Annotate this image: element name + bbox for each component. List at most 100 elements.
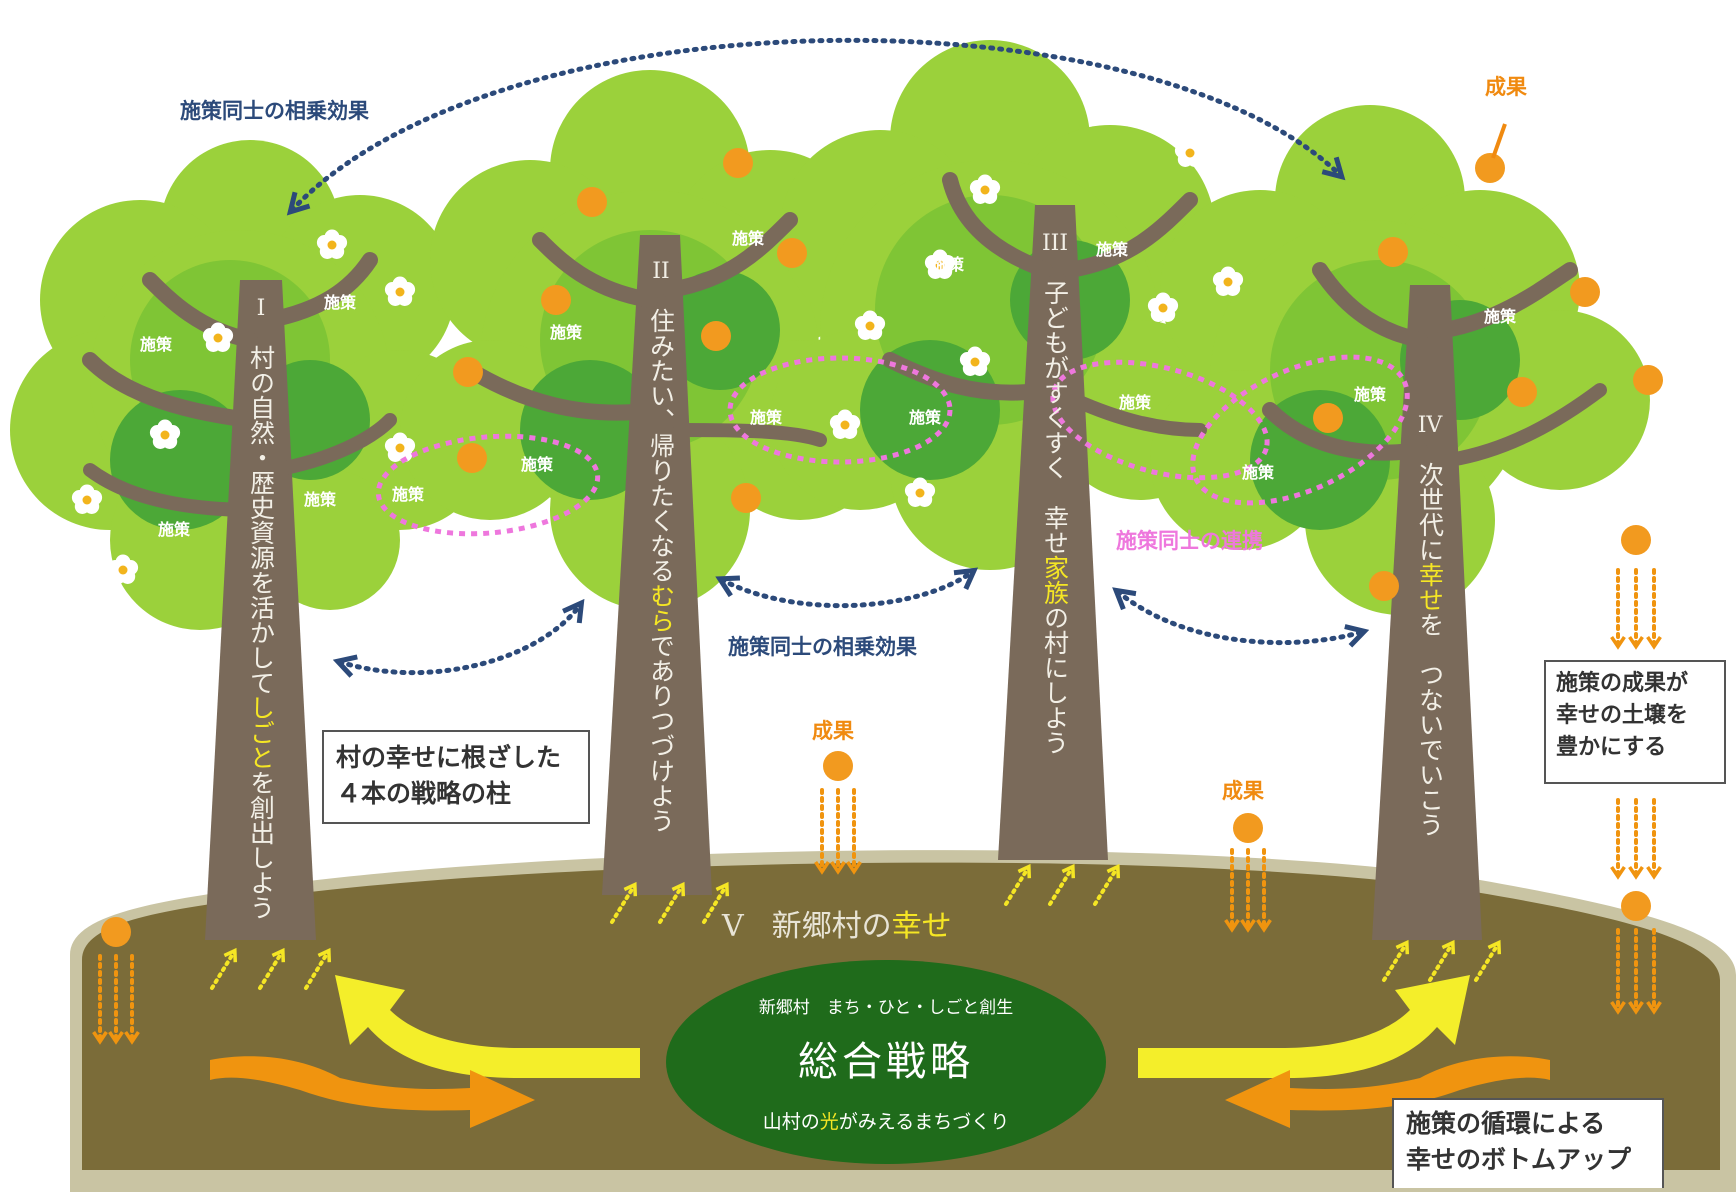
fruit xyxy=(701,321,731,351)
root-arrow xyxy=(304,947,332,990)
trunk-2 xyxy=(462,212,827,895)
tree-numeral: I xyxy=(257,296,266,321)
ground-numeral: V xyxy=(721,909,745,944)
fruit xyxy=(541,285,571,315)
synergy-arrow-top xyxy=(286,37,1346,216)
root-arrow xyxy=(1428,939,1456,982)
trunk-1 xyxy=(82,252,397,940)
flower-icon xyxy=(149,419,181,449)
measure-label: 施策 xyxy=(909,408,942,427)
result-label-right: 成果 xyxy=(1222,779,1264,803)
cycle-arrows xyxy=(210,975,1550,1128)
flower-icon xyxy=(1174,137,1206,167)
synergy-label-middle: 施策同士の相乗効果 xyxy=(728,635,917,659)
center-slogan: 山村の光がみえるまちづくり xyxy=(763,1111,1009,1133)
center-title: 総合戦略 xyxy=(798,1039,974,1085)
fruit xyxy=(1621,891,1651,921)
measure-label: 施策 xyxy=(304,490,337,509)
root-arrow xyxy=(1382,939,1410,982)
flower-icon xyxy=(316,229,348,259)
ground-title-plain: 新郷村の xyxy=(772,909,892,944)
slogan-highlight: むら xyxy=(647,583,676,633)
tree-slogan: 村の自然・歴史資源を活かしてしごとを創出しよう xyxy=(247,345,276,920)
root-arrow xyxy=(1093,863,1121,906)
tree-numeral: II xyxy=(652,259,669,284)
measure-label: 施策 xyxy=(1484,307,1517,326)
tree-slogan: 住みたい、帰りたくなるむらでありつづけよう xyxy=(647,308,676,833)
measure-label: 施策 xyxy=(932,255,965,274)
center-strategy: 新郷村 まち・ひと・しごと創生 総合戦略 山村の光がみえるまちづくり xyxy=(666,960,1106,1164)
measure-label: 施策 xyxy=(1242,463,1275,482)
tree-slogan: 子どもがすくすく 幸せ家族の村にしよう xyxy=(1041,280,1070,755)
flower-icon xyxy=(384,432,416,462)
slogan-tail: を創出しよう xyxy=(247,770,276,920)
measure-label: 施策 xyxy=(1544,505,1577,524)
slogan-tail: でありつづけよう xyxy=(647,633,676,833)
root-arrow xyxy=(1048,863,1076,906)
measure-label: 施策 xyxy=(1354,385,1387,404)
measure-label: 施策 xyxy=(140,335,173,354)
root-arrow xyxy=(258,947,286,990)
flower-icon xyxy=(71,484,103,514)
fruit xyxy=(1378,237,1408,267)
slogan-highlight: 家族 xyxy=(1041,555,1070,605)
flower-icon xyxy=(959,346,991,376)
fruit xyxy=(101,917,131,947)
measure-label: 施策 xyxy=(158,520,191,539)
ground-title: V 新郷村の幸せ xyxy=(721,909,952,944)
measure-labels: 施策施策施策施策施策施策施策施策施策施策施策施策施策施策施策施策施策 xyxy=(140,229,1577,539)
root-arrow xyxy=(1474,939,1502,982)
slogan-tail: を つないでいこう xyxy=(1416,612,1445,837)
fruit xyxy=(1621,525,1651,555)
root-arrow xyxy=(658,881,686,924)
root-arrow xyxy=(702,881,730,924)
fruit xyxy=(1570,277,1600,307)
measure-label: 施策 xyxy=(324,293,357,312)
ground-title-highlight: 幸せ xyxy=(892,909,952,944)
synergy-arrows xyxy=(286,37,1370,678)
fruit xyxy=(1507,377,1537,407)
trunk-texts: I 村の自然・歴史資源を活かしてしごとを創出しよう II 住みたい、帰りたくなるむらで… xyxy=(247,231,1445,920)
link-ellipse-2 xyxy=(727,355,953,465)
flower-icon xyxy=(924,249,956,279)
flower-icon xyxy=(107,554,139,584)
fruit xyxy=(457,443,487,473)
result-pointer xyxy=(1491,123,1507,159)
center-ellipse xyxy=(666,960,1106,1164)
flower-icon xyxy=(1147,292,1179,322)
result-label-center: 成果 xyxy=(812,719,854,743)
tree-slogan: 次世代に幸せを つないでいこう xyxy=(1416,462,1445,837)
root-arrow xyxy=(610,881,638,924)
fruit xyxy=(1475,153,1505,183)
measure-label: 施策 xyxy=(732,229,765,248)
synergy-arrow-1-2 xyxy=(332,598,585,678)
slogan-plain: 子どもがすくすく 幸せ xyxy=(1041,280,1070,555)
fruit xyxy=(777,238,807,268)
root-arrow xyxy=(1004,863,1032,906)
measure-label: 施策 xyxy=(521,455,554,474)
fruit xyxy=(1233,813,1263,843)
trunk-4 xyxy=(1262,262,1607,940)
big-yellow-arrow-left xyxy=(335,975,640,1078)
synergy-arrow-3-4 xyxy=(1112,587,1370,648)
measure-label: 施策 xyxy=(550,323,583,342)
link-label: 施策同士の連携 xyxy=(1116,529,1263,553)
fruit xyxy=(1369,571,1399,601)
flower-icon xyxy=(829,409,861,439)
flower-icon xyxy=(384,276,416,306)
trunk-text-1: I 村の自然・歴史資源を活かしてしごとを創出しよう xyxy=(247,296,276,920)
flower-icon xyxy=(1212,266,1244,296)
flower-icon xyxy=(904,477,936,507)
link-ellipse-1 xyxy=(375,433,601,537)
trunk-text-2: II 住みたい、帰りたくなるむらでありつづけよう xyxy=(647,259,676,833)
root-arrow xyxy=(210,947,238,990)
slogan-highlight: 幸せ xyxy=(1416,562,1445,612)
slogan-highlight: しごと xyxy=(247,695,276,770)
soil-box: 施策の成果が 幸せの土壌を 豊かにする xyxy=(1544,660,1726,784)
slogan-tail: の村にしよう xyxy=(1041,605,1070,755)
slogan-post: がみえるまちづくり xyxy=(839,1111,1009,1133)
result-fall-arrows xyxy=(92,568,1662,1045)
